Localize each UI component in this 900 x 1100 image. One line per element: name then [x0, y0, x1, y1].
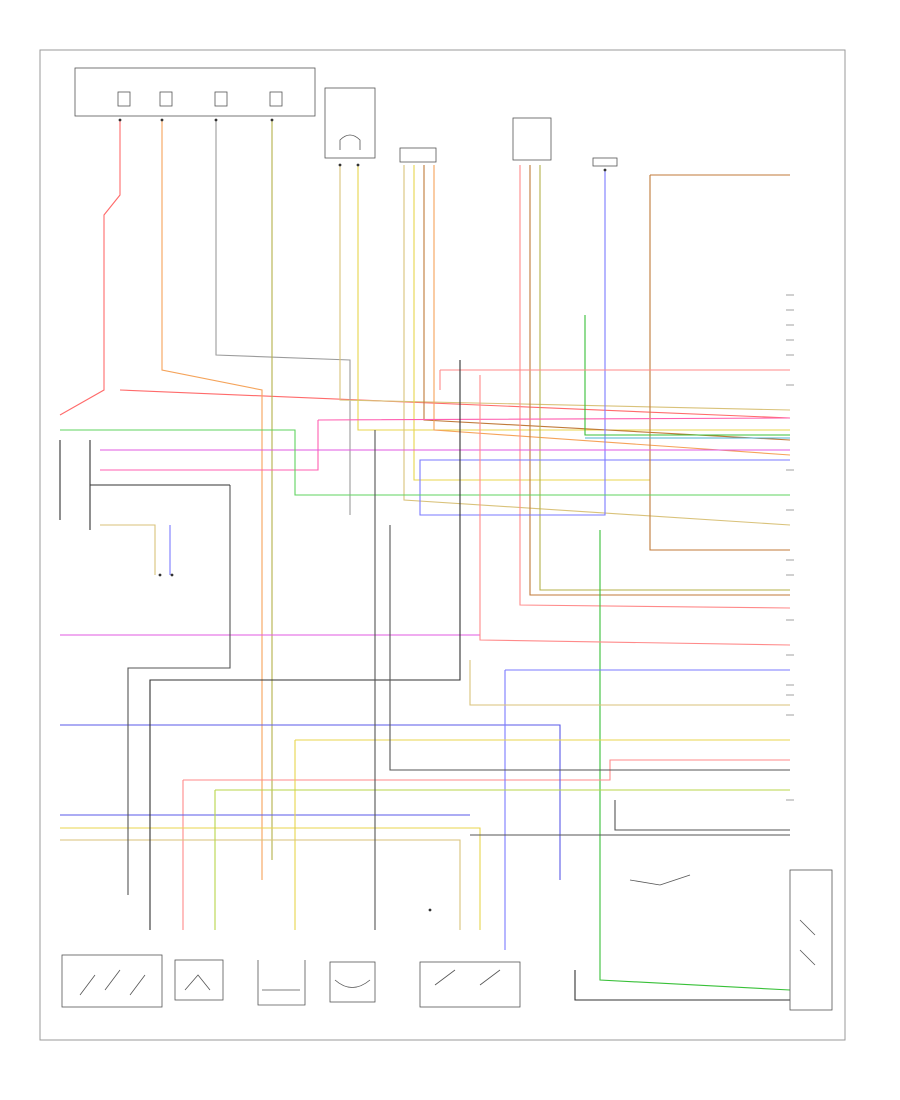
wire-dark-left	[127, 485, 231, 895]
wire-tan-small	[100, 524, 156, 575]
wire-blue-right	[504, 669, 790, 950]
switch-bottom-left	[61, 954, 163, 1008]
wire-tan-relay	[339, 165, 791, 411]
switch-bottom-5	[419, 961, 521, 1008]
wire-blue-horizontal	[60, 724, 561, 880]
wire-gray-main	[215, 120, 351, 515]
wire-magenta	[60, 449, 790, 636]
wire-yellow-connector	[413, 165, 650, 481]
wire-dark-right	[470, 800, 790, 836]
relay-module-top	[324, 87, 376, 159]
control-module-top	[512, 117, 552, 161]
switch-bottom-right	[789, 869, 833, 1011]
wire-brown-module	[529, 165, 790, 596]
wire-red-horizontal-3	[479, 375, 791, 646]
wire-green-right	[584, 315, 790, 436]
wire-rose-module	[519, 165, 791, 609]
wire-dark-center	[374, 430, 790, 930]
sensor-top-right	[592, 157, 618, 167]
wire-pink-horizontal	[100, 417, 791, 471]
wire-orange-connector	[433, 165, 791, 456]
wire-blue-sensor	[419, 170, 790, 516]
wire-black-left	[149, 360, 461, 930]
switch-right-mid	[629, 874, 691, 886]
wire-yellow-relay	[357, 165, 790, 431]
terminal-dots	[118, 118, 607, 912]
connector-top-center	[399, 147, 437, 163]
wire-lime	[214, 789, 790, 930]
diagram-frame	[39, 49, 846, 1041]
wire-tan-right	[469, 660, 790, 706]
motor-bottom-4	[329, 961, 376, 1003]
wire-black-bracket	[59, 440, 230, 530]
wire-tan-lower	[60, 839, 461, 930]
wire-layer	[59, 120, 791, 1001]
wire-green-lower	[599, 530, 791, 991]
wire-red-main	[59, 120, 791, 419]
wire-brown-connector	[423, 165, 791, 441]
wire-red-horizontal-2	[439, 369, 790, 390]
switch-bottom-2	[174, 959, 224, 1001]
wire-yellow-lower	[60, 827, 481, 930]
wire-black-bottom	[574, 970, 790, 1001]
wire-tan-connector	[403, 165, 791, 526]
wire-olive-module	[539, 165, 790, 591]
fuse-panel	[74, 67, 316, 117]
wire-brown-right	[649, 174, 790, 551]
wire-red-horizontal-4	[182, 759, 790, 930]
wire-green-left	[60, 429, 790, 496]
right-connector-pins	[786, 294, 794, 801]
wire-yellow-center	[294, 739, 790, 930]
wire-orange-main	[161, 120, 263, 880]
motor-bottom-3	[257, 960, 306, 1006]
